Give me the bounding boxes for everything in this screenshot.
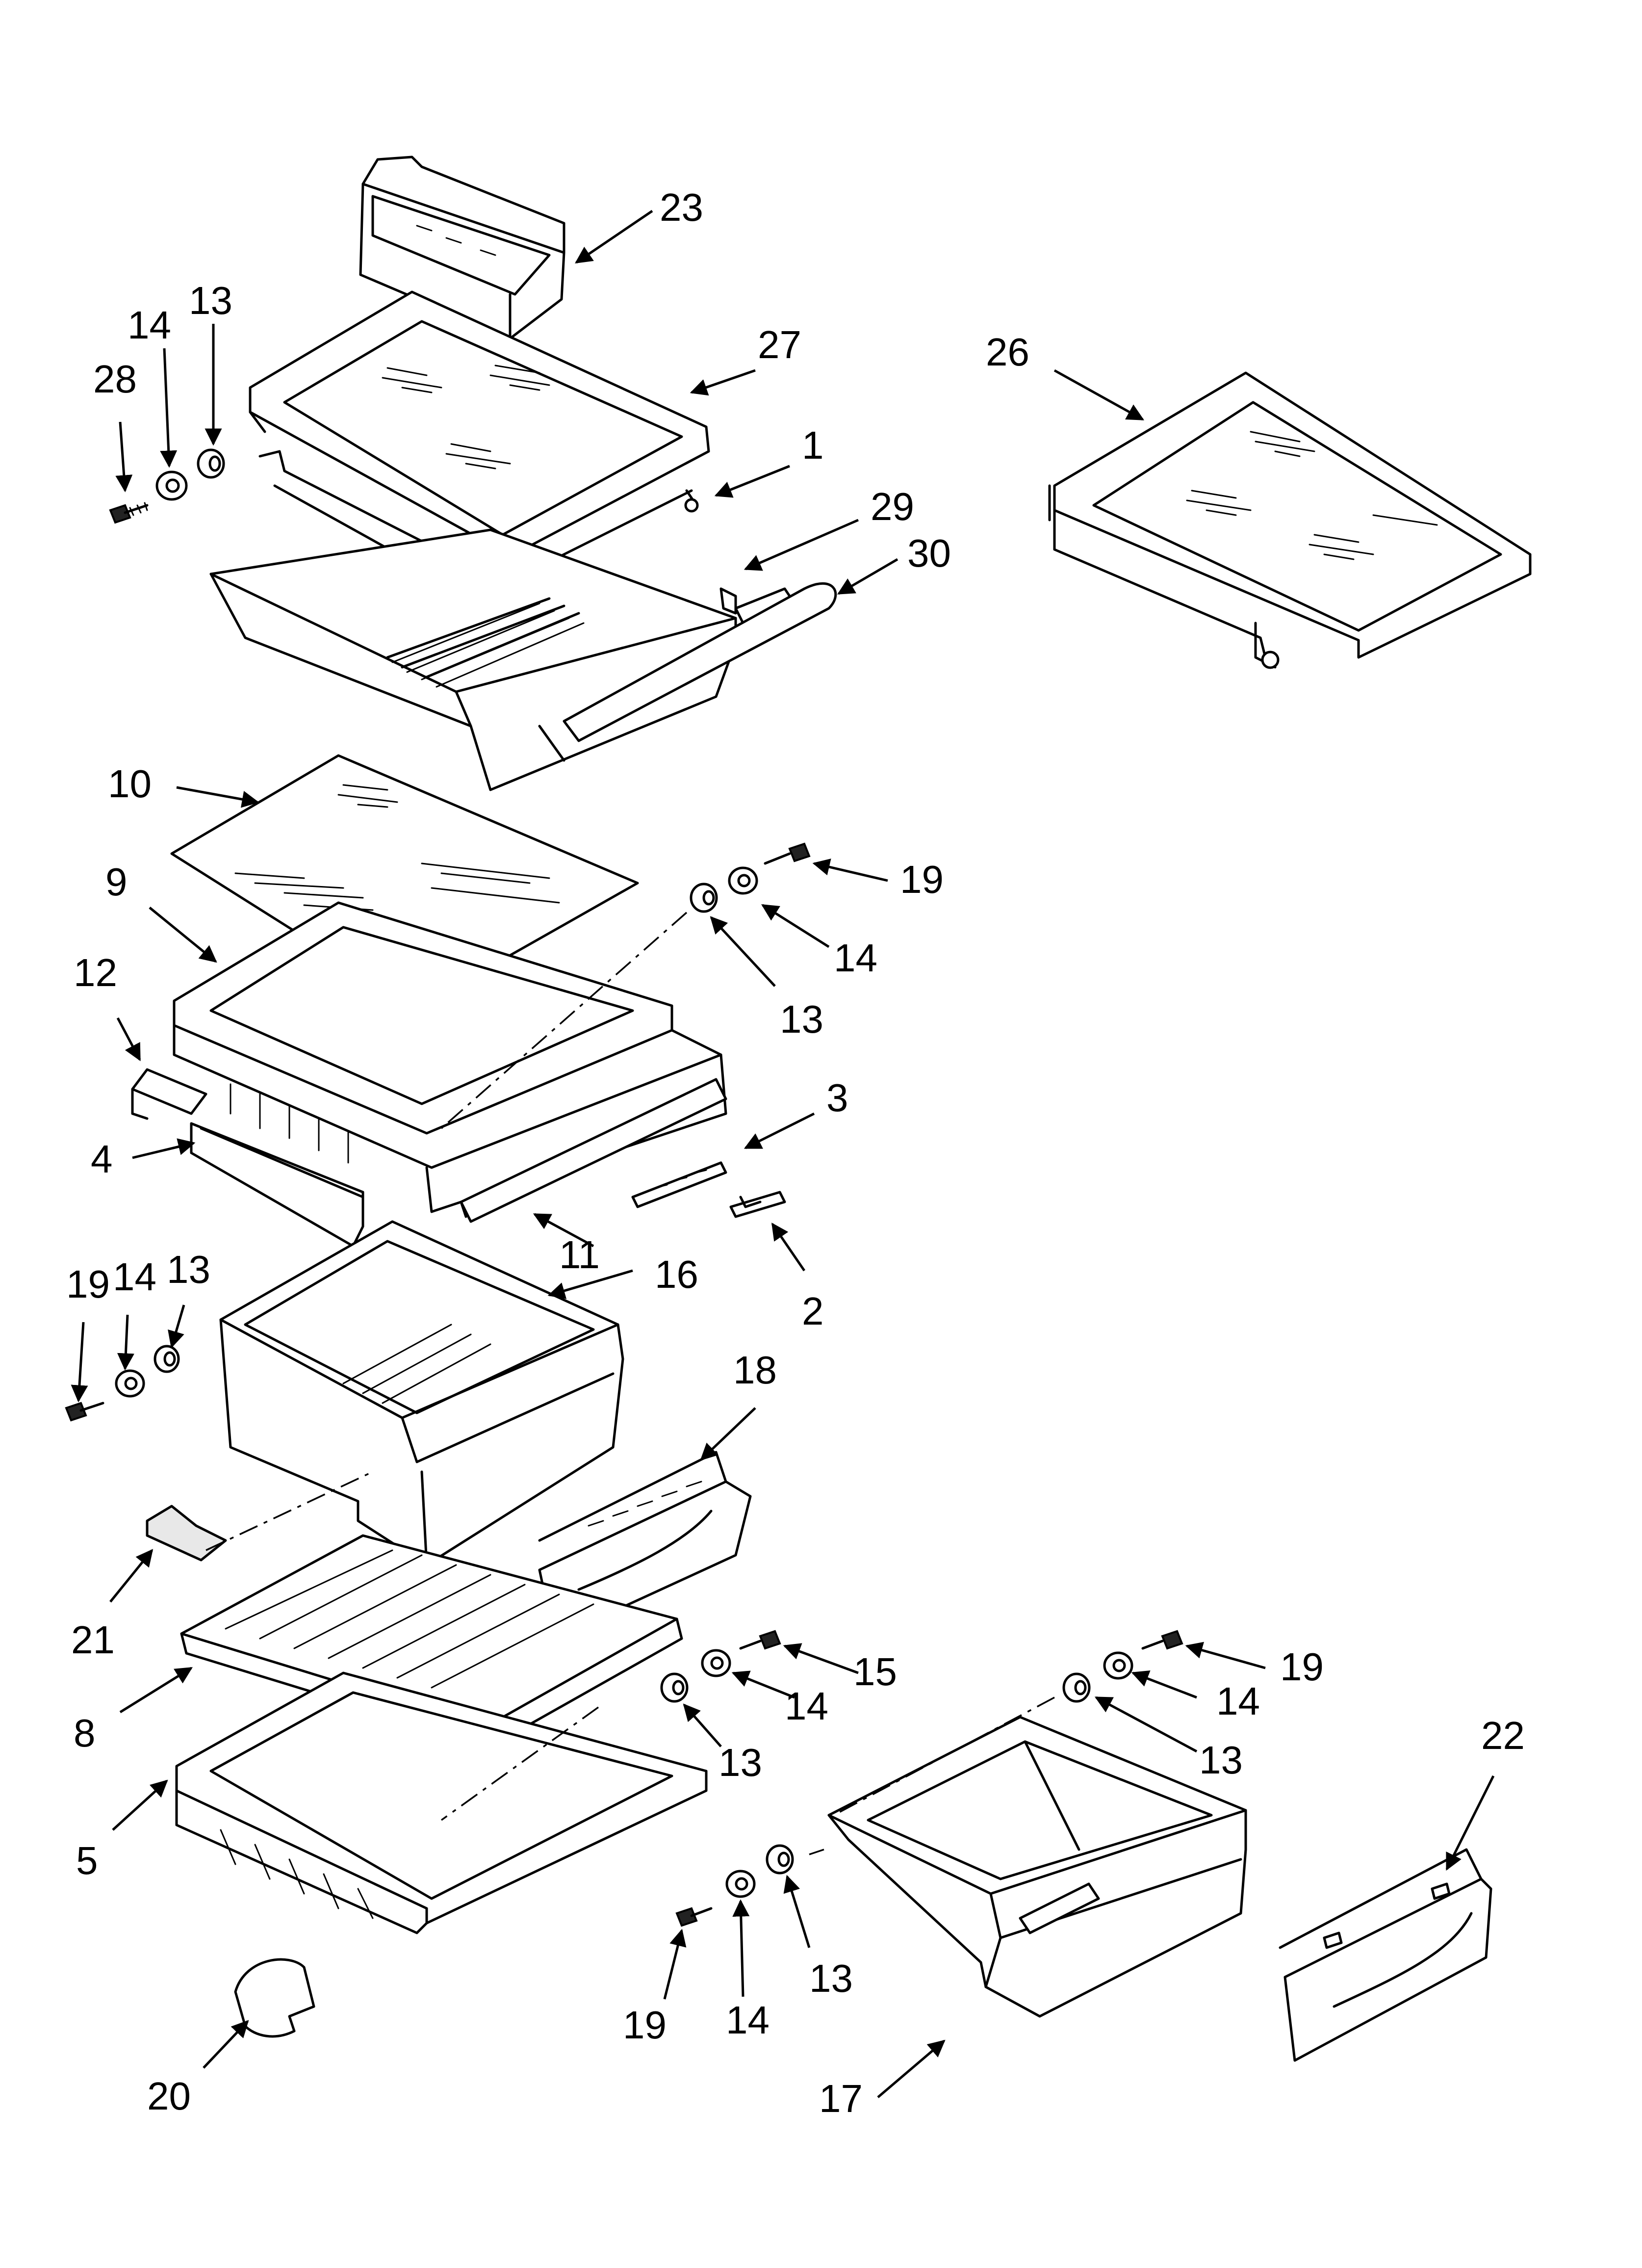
callout-26: 26 <box>986 330 1029 374</box>
callout-13: 13 <box>780 997 823 1041</box>
fastener-group-left-middle <box>65 1345 180 1422</box>
callout-22: 22 <box>1481 1714 1525 1757</box>
part-5-drawer-frame <box>175 1671 708 1934</box>
callout-19: 19 <box>66 1262 110 1306</box>
fastener-group-upper-left <box>109 448 225 524</box>
fastener-group-bottom <box>675 1844 794 1927</box>
part-21-clip <box>146 1505 227 1562</box>
callout-14: 14 <box>128 303 171 347</box>
part-27-glass-shelf <box>249 290 710 566</box>
callout-30: 30 <box>907 531 951 575</box>
callout-15: 15 <box>853 1650 897 1694</box>
part-17-crisper-bin <box>827 1716 1247 2018</box>
fastener-group-right-lower <box>1062 1630 1183 1703</box>
callout-13: 13 <box>167 1248 210 1291</box>
part-22-drawer-front <box>1279 1848 1492 2062</box>
part-20-clip <box>234 1958 315 2038</box>
callout-13: 13 <box>809 1956 853 2000</box>
parts-3-2-brackets <box>631 1161 786 1218</box>
callout-9: 9 <box>105 860 128 904</box>
part-9-drawer-cover <box>173 901 727 1213</box>
callout-10: 10 <box>108 762 152 806</box>
callout-labels: 23 13 14 28 27 26 1 29 30 10 19 9 14 12 … <box>66 185 1525 2120</box>
callout-14: 14 <box>726 1998 770 2042</box>
callout-4: 4 <box>91 1137 113 1181</box>
callout-13: 13 <box>718 1741 762 1784</box>
fastener-group-right-upper <box>690 842 811 913</box>
part-16-crisper-bin <box>219 1220 624 1566</box>
callout-14: 14 <box>113 1255 156 1299</box>
callout-2: 2 <box>802 1289 824 1333</box>
callout-14: 14 <box>1216 1679 1260 1723</box>
callout-14: 14 <box>834 936 877 980</box>
callout-27: 27 <box>758 323 801 366</box>
callout-29: 29 <box>871 485 914 528</box>
callout-14: 14 <box>785 1684 828 1728</box>
part-26-glass-shelf <box>1048 371 1532 669</box>
fastener-group-middle-lower <box>660 1630 781 1703</box>
callout-21: 21 <box>71 1618 115 1662</box>
callout-leaders <box>71 209 1495 2098</box>
callout-5: 5 <box>76 1839 98 1882</box>
callout-19: 19 <box>623 2003 667 2047</box>
callout-23: 23 <box>660 185 703 229</box>
assembly-center-lines <box>205 912 1055 1855</box>
callout-3: 3 <box>826 1076 848 1120</box>
callout-19: 19 <box>1280 1645 1324 1689</box>
callout-8: 8 <box>74 1711 96 1755</box>
callout-17: 17 <box>819 2077 863 2120</box>
callout-20: 20 <box>147 2074 191 2118</box>
part-23-utility-bin <box>359 156 565 340</box>
callout-1: 1 <box>802 423 824 467</box>
callout-13: 13 <box>1199 1738 1243 1782</box>
callout-11: 11 <box>559 1233 600 1277</box>
callout-19: 19 <box>900 858 944 901</box>
callout-16: 16 <box>655 1252 698 1296</box>
callout-13: 13 <box>189 279 232 322</box>
part-29-30-meat-drawer <box>209 528 837 791</box>
callout-18: 18 <box>733 1348 777 1392</box>
callout-12: 12 <box>74 951 117 994</box>
callout-28: 28 <box>93 357 137 401</box>
